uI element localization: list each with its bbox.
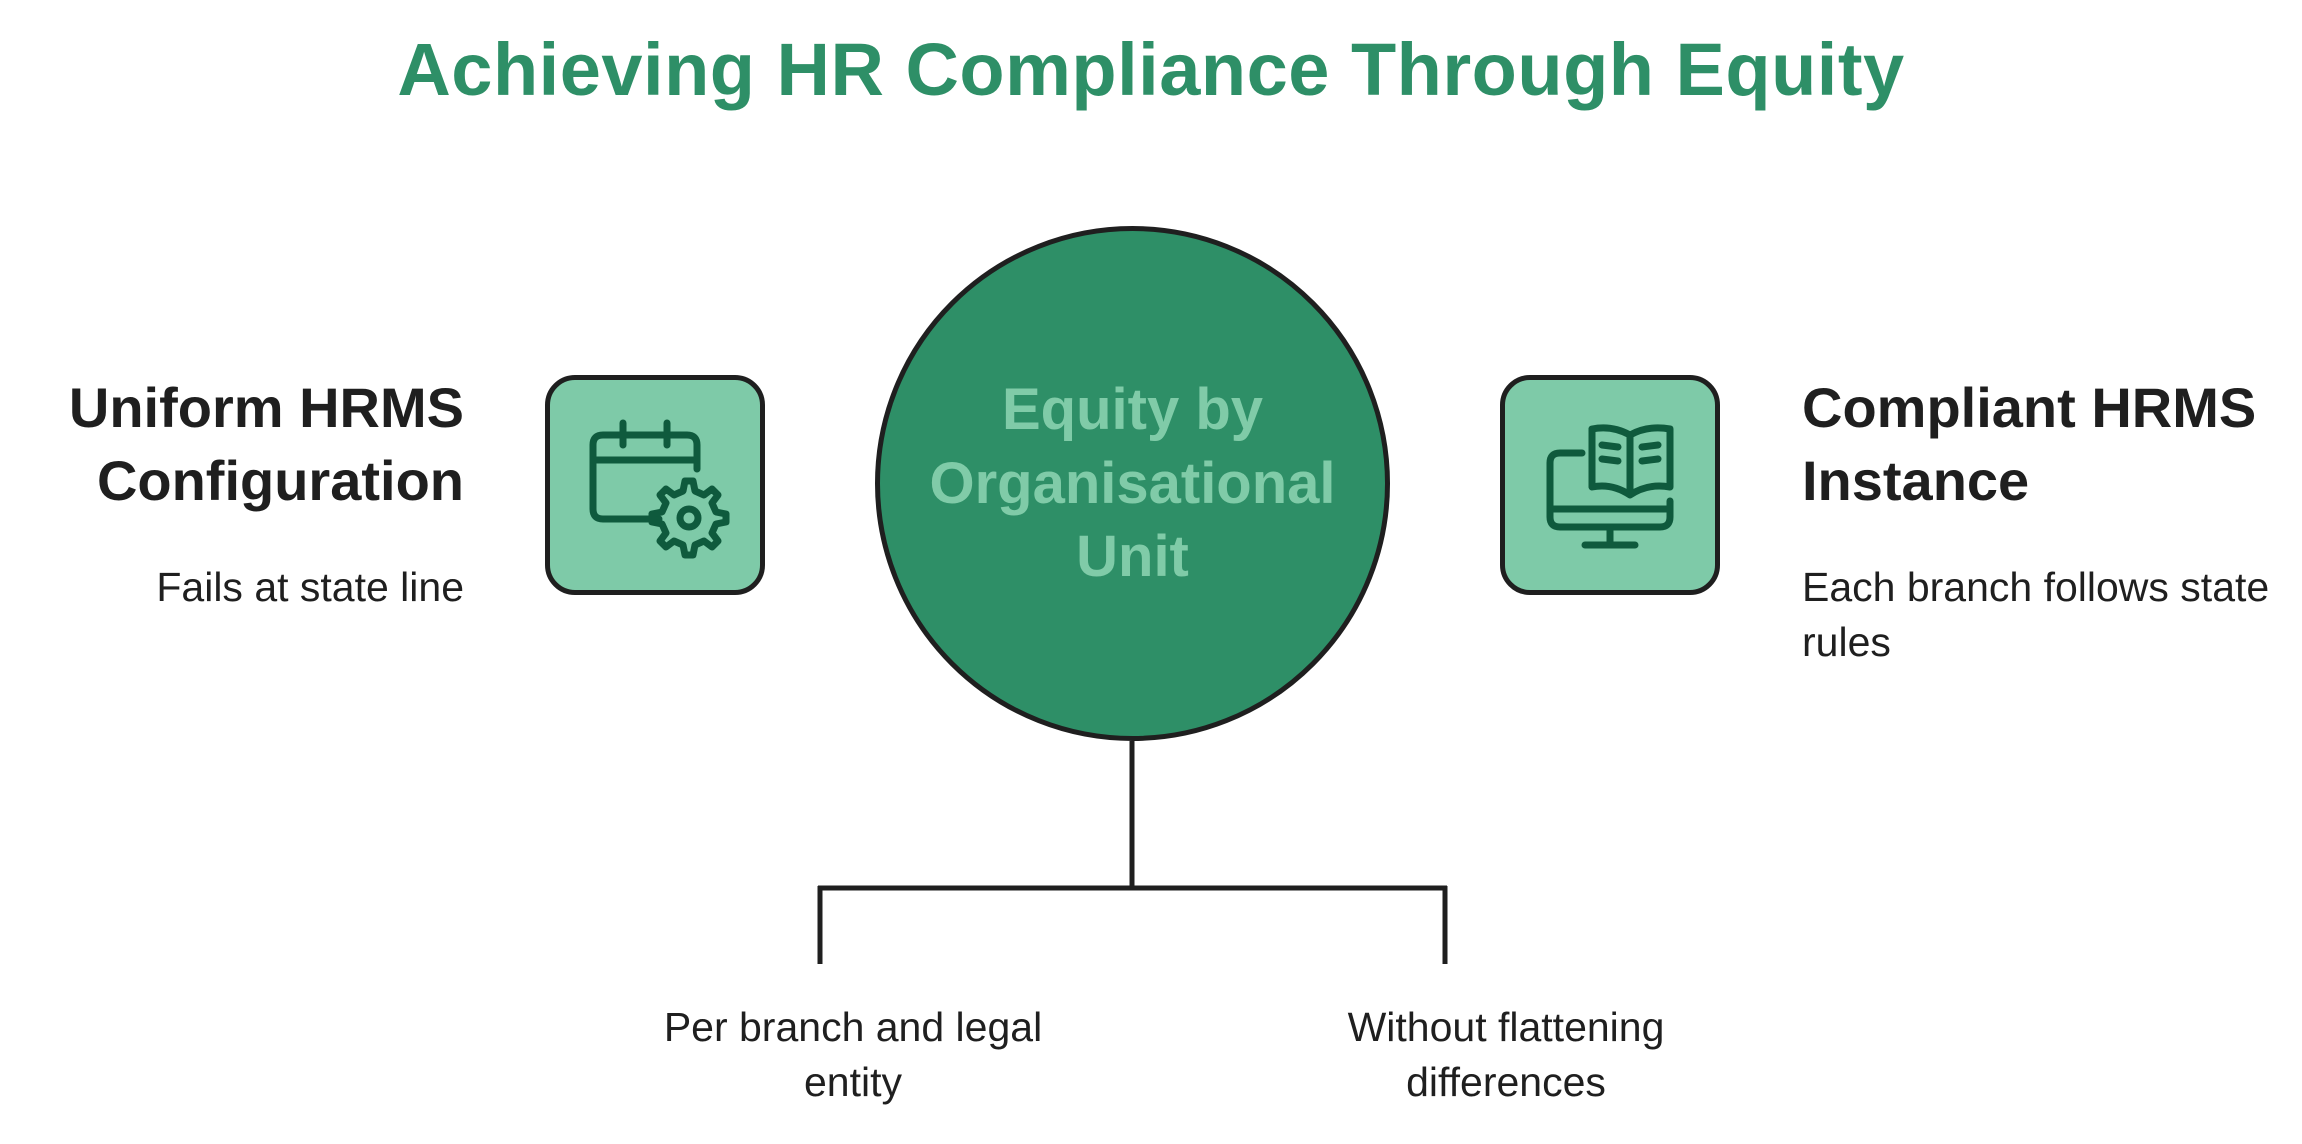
right-icon-box [1500, 375, 1720, 595]
left-icon-box [545, 375, 765, 595]
page-title: Achieving HR Compliance Through Equity [397, 28, 1905, 111]
branch-label-left: Per branch and legal entity [663, 1004, 1043, 1106]
monitor-book-icon [1546, 424, 1674, 549]
left-heading: Uniform HRMS Configuration [68, 376, 464, 512]
right-heading: Compliant HRMS Instance [1802, 376, 2257, 512]
center-circle-label: Equity by Organisational Unit [929, 377, 1336, 590]
left-description: Fails at state line [156, 564, 464, 610]
right-description: Each branch follows state rules [1802, 564, 2270, 666]
calendar-gear-icon [589, 419, 730, 559]
center-circle: Equity by Organisational Unit [875, 226, 1390, 741]
branch-label-right: Without flattening differences [1347, 1004, 1665, 1106]
